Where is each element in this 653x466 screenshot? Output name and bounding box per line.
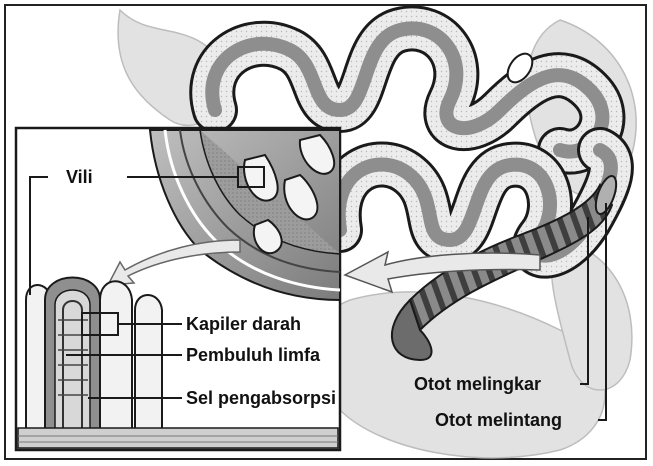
- label-sel-pengabsorpsi: Sel pengabsorpsi: [186, 389, 336, 407]
- label-otot-melingkar: Otot melingkar: [414, 375, 541, 393]
- label-kapiler-darah: Kapiler darah: [186, 315, 301, 333]
- label-otot-melintang: Otot melintang: [435, 411, 562, 429]
- label-pembuluh-limfa: Pembuluh limfa: [186, 346, 320, 364]
- label-vili: Vili: [66, 168, 93, 186]
